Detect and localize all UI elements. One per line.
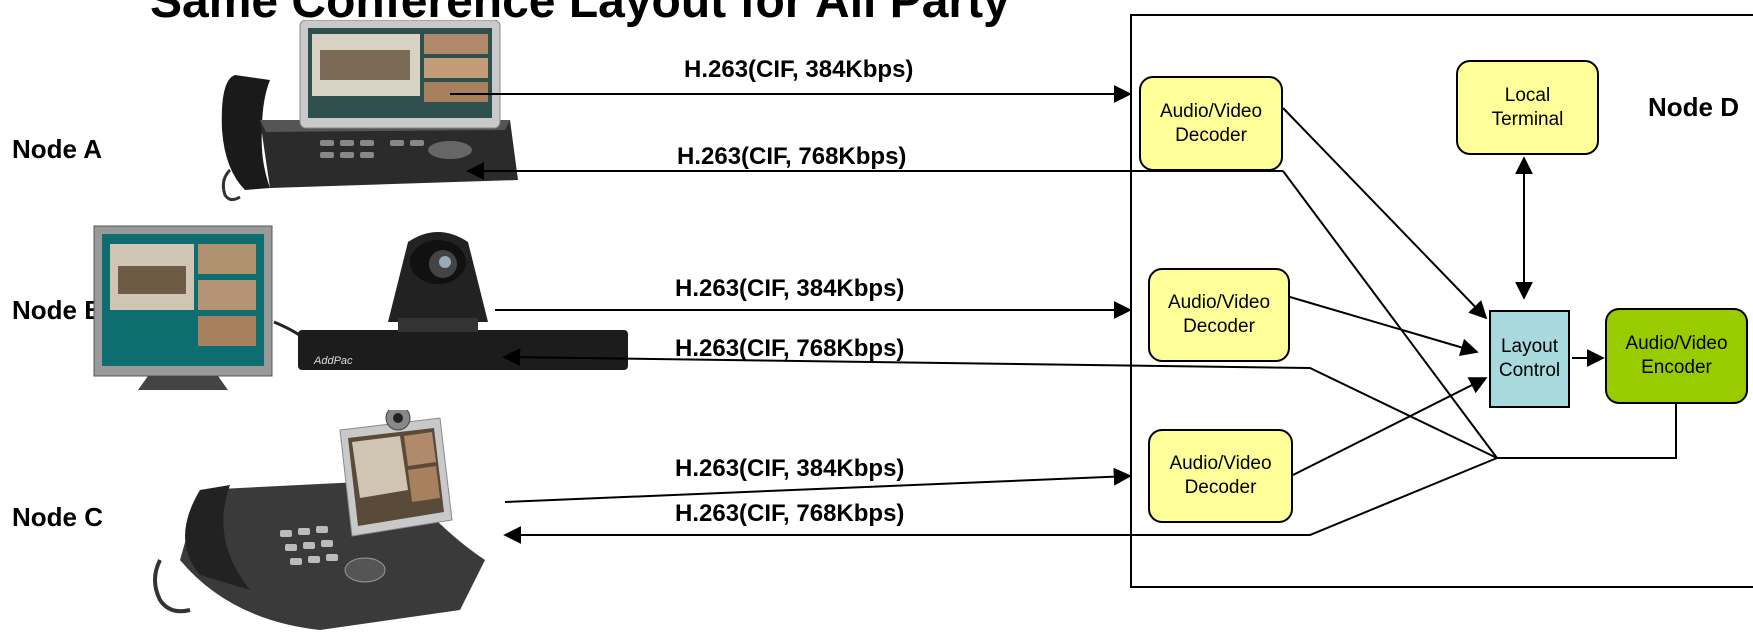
- arrow-dec-a-layout: [1282, 107, 1488, 320]
- arrow-dec-c-layout: [1292, 377, 1488, 476]
- videophone-a-image: [200, 19, 520, 205]
- arrow-dec-b-layout: [1289, 296, 1479, 357]
- node-d-label: Node D: [1648, 92, 1739, 122]
- link-label-c-in: H.263(CIF, 384Kbps): [675, 455, 905, 482]
- videophone-c-image: [140, 405, 500, 635]
- arrow-c-out: [503, 457, 1498, 544]
- line-encoder-return: [1497, 404, 1677, 459]
- tv-camera-b-image: AddPac: [88, 222, 628, 397]
- line-dec-a-down: [1282, 170, 1498, 459]
- addpac-logo: AddPac: [313, 355, 353, 367]
- node-c-label: Node C: [12, 502, 103, 532]
- link-label-b-out: H.263(CIF, 768Kbps): [675, 335, 905, 362]
- decoder-b-box: Audio/Video Decoder: [1148, 268, 1290, 362]
- layout-control-box: Layout Control: [1489, 310, 1570, 408]
- link-label-a-in: H.263(CIF, 384Kbps): [684, 56, 914, 83]
- local-terminal-box: Local Terminal: [1456, 60, 1599, 155]
- audio-video-encoder-box: Audio/Video Encoder: [1605, 308, 1748, 404]
- link-label-a-out: H.263(CIF, 768Kbps): [677, 143, 907, 170]
- decoder-a-box: Audio/Video Decoder: [1139, 76, 1283, 171]
- diagram-title: Same Conference Layout for All Party: [150, 0, 1010, 28]
- decoder-c-box: Audio/Video Decoder: [1148, 429, 1293, 523]
- link-label-c-out: H.263(CIF, 768Kbps): [675, 500, 905, 527]
- arrow-c-in: [504, 467, 1132, 503]
- node-a-label: Node A: [12, 134, 103, 164]
- link-label-b-in: H.263(CIF, 384Kbps): [675, 275, 905, 302]
- node-b-label: Node B: [12, 295, 103, 325]
- arrow-b-out: [502, 348, 1498, 459]
